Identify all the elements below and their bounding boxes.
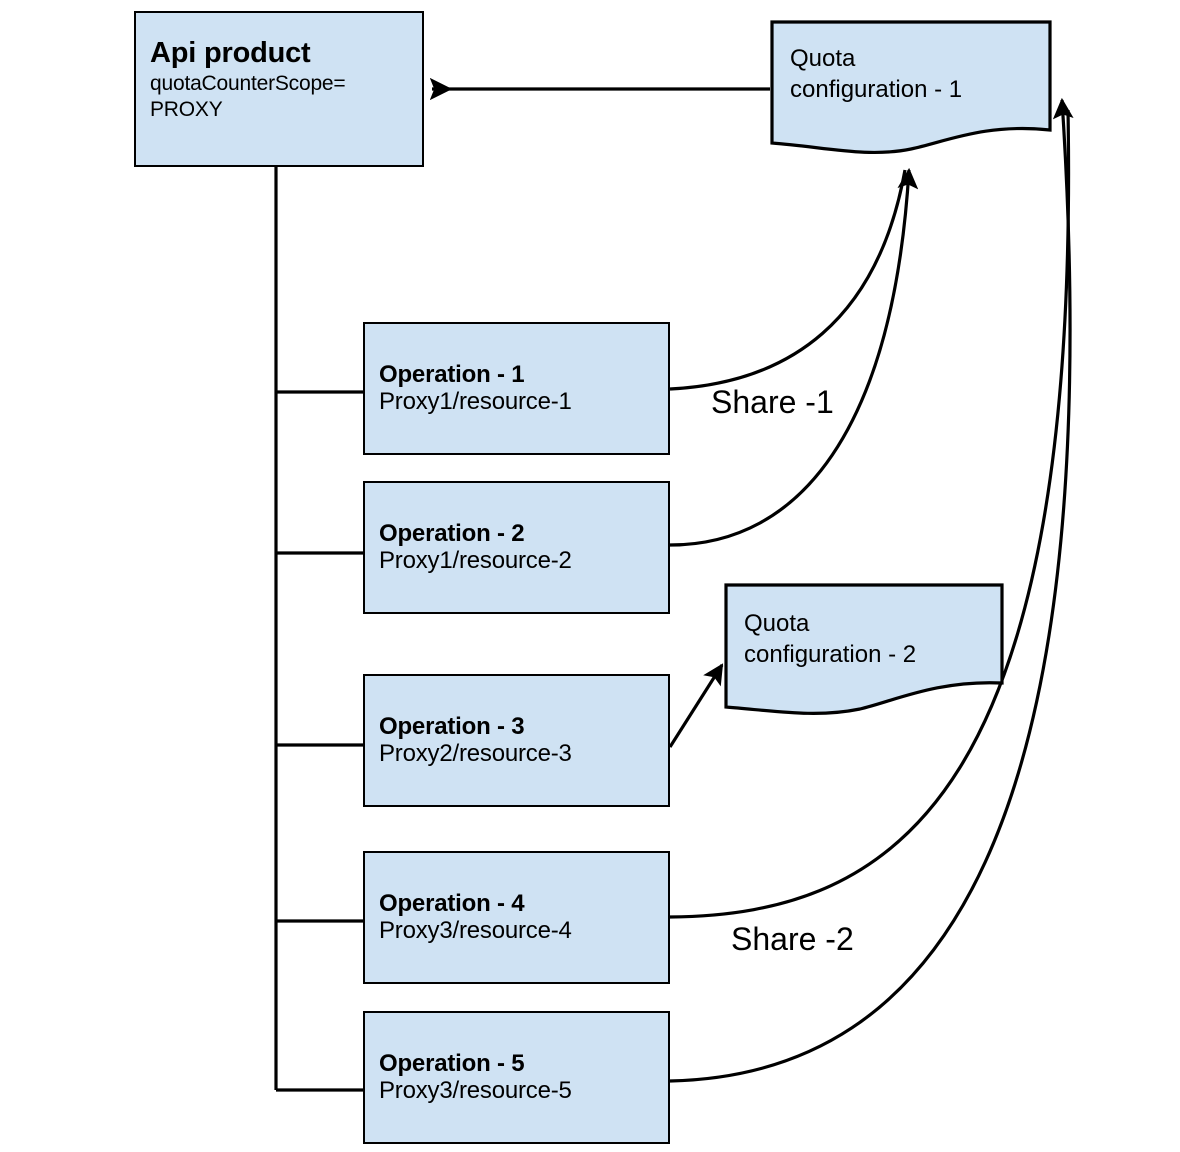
node-operation-5-title: Operation - 5 <box>379 1049 525 1077</box>
edge-group-share-2 <box>669 97 1074 1083</box>
node-api-product[interactable]: Api product quotaCounterScope= PROXY <box>134 11 424 167</box>
edge-op1-to-quota1 <box>669 169 907 391</box>
node-operation-1-content: Operation - 1 Proxy1/resource-1 <box>379 361 660 417</box>
node-operation-4[interactable]: Operation - 4 Proxy3/resource-4 <box>363 851 670 984</box>
document-shape-icon <box>724 583 1004 715</box>
edge-label-share-1: Share -1 <box>711 384 834 420</box>
node-api-product-title: Api product <box>150 37 311 69</box>
node-quota-configuration-2[interactable]: Quota configuration - 2 <box>724 583 1004 715</box>
document-shape-icon <box>770 20 1052 155</box>
node-operation-5[interactable]: Operation - 5 Proxy3/resource-5 <box>363 1011 670 1144</box>
node-operation-3-content: Operation - 3 Proxy2/resource-3 <box>379 713 660 769</box>
node-operation-5-content: Operation - 5 Proxy3/resource-5 <box>379 1050 660 1106</box>
node-quota-configuration-2-line1: Quota <box>744 610 810 637</box>
node-quota-configuration-2-content: Quota configuration - 2 <box>744 609 916 670</box>
node-quota-configuration-1-line1: Quota <box>790 45 856 72</box>
edge-op4-to-quota1 <box>669 109 1071 919</box>
node-operation-4-title: Operation - 4 <box>379 889 525 917</box>
node-api-product-content: Api product quotaCounterScope= PROXY <box>150 37 414 123</box>
node-operation-3[interactable]: Operation - 3 Proxy2/resource-3 <box>363 674 670 807</box>
node-quota-configuration-1-line2: configuration - 1 <box>790 75 963 103</box>
product-operations-tree <box>274 167 363 1092</box>
node-operation-5-subtitle: Proxy3/resource-5 <box>379 1077 572 1105</box>
node-operation-4-subtitle: Proxy3/resource-4 <box>379 917 572 945</box>
node-operation-2-subtitle: Proxy1/resource-2 <box>379 547 572 575</box>
edge-op5-to-quota1 <box>669 97 1074 1083</box>
node-operation-3-title: Operation - 3 <box>379 712 525 740</box>
node-quota-configuration-1[interactable]: Quota configuration - 1 <box>770 20 1052 155</box>
edge-op2-to-quota1 <box>669 167 919 547</box>
node-quota-configuration-1-content: Quota configuration - 1 <box>790 44 962 105</box>
edge-label-share-2: Share -2 <box>731 921 854 957</box>
node-operation-1-title: Operation - 1 <box>379 360 525 388</box>
node-operation-1[interactable]: Operation - 1 Proxy1/resource-1 <box>363 322 670 455</box>
node-operation-2-content: Operation - 2 Proxy1/resource-2 <box>379 520 660 576</box>
node-operation-2[interactable]: Operation - 2 Proxy1/resource-2 <box>363 481 670 614</box>
node-operation-4-content: Operation - 4 Proxy3/resource-4 <box>379 890 660 946</box>
node-operation-3-subtitle: Proxy2/resource-3 <box>379 740 572 768</box>
edge-op3-to-quota2 <box>668 663 724 748</box>
node-quota-configuration-2-line2: configuration - 2 <box>744 640 917 668</box>
edge-group-share-1 <box>669 167 919 547</box>
node-api-product-subtitle: quotaCounterScope= PROXY <box>150 72 346 122</box>
node-operation-1-subtitle: Proxy1/resource-1 <box>379 388 572 416</box>
node-operation-2-title: Operation - 2 <box>379 519 525 547</box>
